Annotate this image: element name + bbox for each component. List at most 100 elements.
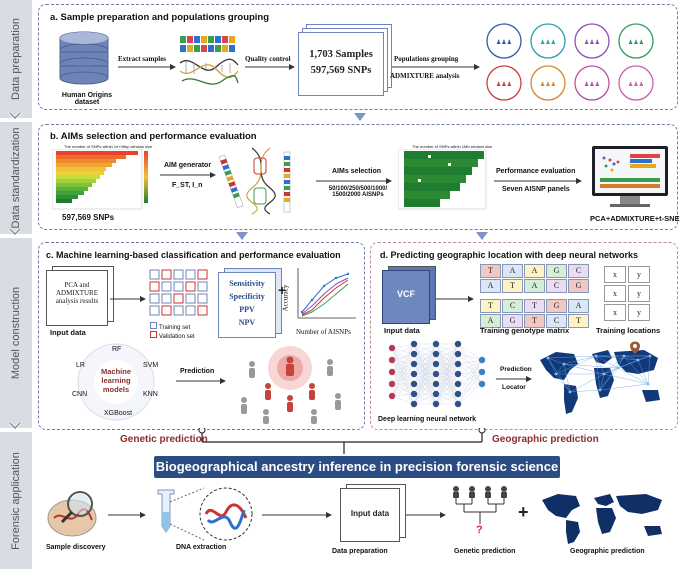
nn-node: [454, 350, 462, 358]
database-label: Human Origins dataset: [61, 92, 113, 106]
genotype-cell: G: [568, 279, 589, 293]
input-card-text: PCA and ADMIXTURE analysis results: [55, 281, 99, 305]
training-set-legend: Training set: [150, 322, 190, 331]
nn-node: [388, 356, 396, 364]
genetic-prediction-tag: Genetic prediction: [120, 434, 208, 445]
aisnps-xlabel: Number of AISNPs: [296, 328, 351, 336]
step-genetic-prediction: Genetic prediction: [454, 548, 516, 555]
nn-node: [432, 360, 440, 368]
step-geographic-prediction: Geographic prediction: [570, 548, 645, 555]
genotype-cell: G: [546, 299, 567, 313]
genotype-cell: A: [568, 299, 589, 313]
nn-node: [432, 340, 440, 348]
input-data-card: Input data: [340, 488, 400, 542]
step-data-preparation: Data preparation: [332, 548, 388, 555]
model-rf: RF: [112, 346, 122, 353]
vcf-text: VCF: [397, 289, 415, 299]
map-node: [622, 354, 626, 358]
map-node: [602, 372, 606, 376]
step-dna-extraction: DNA extraction: [176, 544, 227, 551]
side-label: Data standardization: [10, 127, 22, 229]
model-lr: LR: [76, 362, 85, 369]
ml-models-center: Machine learning models: [100, 367, 131, 394]
map-node: [568, 390, 572, 394]
monitor-icon: [592, 146, 668, 207]
input-data-label-d: Input data: [384, 326, 420, 335]
nn-node: [454, 360, 462, 368]
dnn-label: Deep learning neural network: [378, 416, 477, 423]
input-data-text: Input data: [350, 509, 390, 518]
location-cell: y: [628, 266, 650, 283]
panel-c-title: c. Machine learning-based classification…: [46, 250, 341, 260]
nn-node: [388, 392, 396, 400]
heatmap-1-title: The number of SNPs within 1e+06bp window…: [64, 144, 153, 149]
snps-count: 597,569 SNPs: [310, 65, 372, 76]
panel-b-title: b. AIMs selection and performance evalua…: [50, 131, 257, 142]
banner: Biogeographical ancestry inference in pr…: [154, 456, 560, 478]
extract-samples-label: Extract samples: [118, 55, 167, 63]
validation-set-legend: Validation set: [150, 331, 195, 340]
nn-node: [454, 390, 462, 398]
map-node: [546, 356, 550, 360]
svg-text:♟♟♟: ♟♟♟: [540, 81, 556, 88]
dna-sequence-icon: [179, 36, 239, 85]
admixture-label: ADMIXTURE analysis: [390, 72, 460, 80]
side-bar-data-preparation: Data preparation: [0, 0, 32, 118]
world-map-network: [540, 341, 660, 414]
quality-control-label: Quality control: [245, 55, 291, 63]
nn-node: [410, 360, 418, 368]
genotype-cell: C: [546, 279, 567, 293]
panel-d-title: d. Predicting geographic location with d…: [380, 250, 639, 260]
genotype-cell: C: [568, 264, 589, 278]
world-map-icon: [542, 494, 662, 544]
question-mark: ?: [476, 524, 483, 536]
snps-label: 597,569 SNPs: [62, 213, 115, 222]
arrow-icon: [316, 178, 392, 184]
side-bar-data-standardization: Data standardization: [0, 122, 32, 234]
nn-node: [410, 350, 418, 358]
nn-node: [454, 340, 462, 348]
map-node: [636, 358, 640, 362]
arrow-icon: [118, 64, 176, 70]
nn-node: [410, 340, 418, 348]
location-cell: y: [628, 304, 650, 321]
arrow-icon: [494, 178, 582, 184]
side-label: Model construction: [10, 286, 22, 380]
petri-dish-icon: [47, 491, 97, 537]
genotype-cell: A: [502, 264, 523, 278]
aim-generator-label: AIM generator: [164, 162, 212, 169]
arrow-icon: [110, 296, 146, 302]
model-xgboost: XGBoost: [104, 410, 133, 417]
genotype-cell: T: [524, 314, 545, 328]
nn-node: [388, 344, 396, 352]
vcf-card: VCF: [382, 270, 430, 324]
arrow-down-icon: [354, 113, 366, 121]
train-validation-grid: [149, 269, 208, 316]
input-data-label: Input data: [50, 328, 86, 337]
genotype-cell: T: [480, 264, 501, 278]
arrow-icon: [160, 172, 216, 178]
metric-ppv: PPV: [239, 305, 255, 314]
svg-text:♟♟♟: ♟♟♟: [628, 81, 644, 88]
location-cell: y: [628, 285, 650, 302]
map-node: [646, 382, 650, 386]
nn-node: [410, 370, 418, 378]
locator-label: Locator: [502, 384, 526, 391]
nn-node: [454, 400, 462, 408]
panel-a-title: a. Sample preparation and populations gr…: [50, 12, 270, 23]
genotype-cell: A: [480, 279, 501, 293]
map-node: [594, 354, 598, 358]
training-locations-label: Training locations: [596, 326, 661, 335]
metric-npv: NPV: [238, 318, 256, 327]
heatmap-1: [52, 149, 148, 210]
fst-label: F_ST, I_n: [172, 182, 203, 189]
populations-grouping-label: Populations grouping: [394, 55, 459, 63]
metric-specificity: Specificity: [229, 292, 265, 301]
genotype-cell: T: [502, 279, 523, 293]
genotype-cell: T: [524, 299, 545, 313]
samples-count: 1,703 Samples: [309, 49, 373, 60]
metric-sensitivity: Sensitivity: [229, 279, 265, 288]
